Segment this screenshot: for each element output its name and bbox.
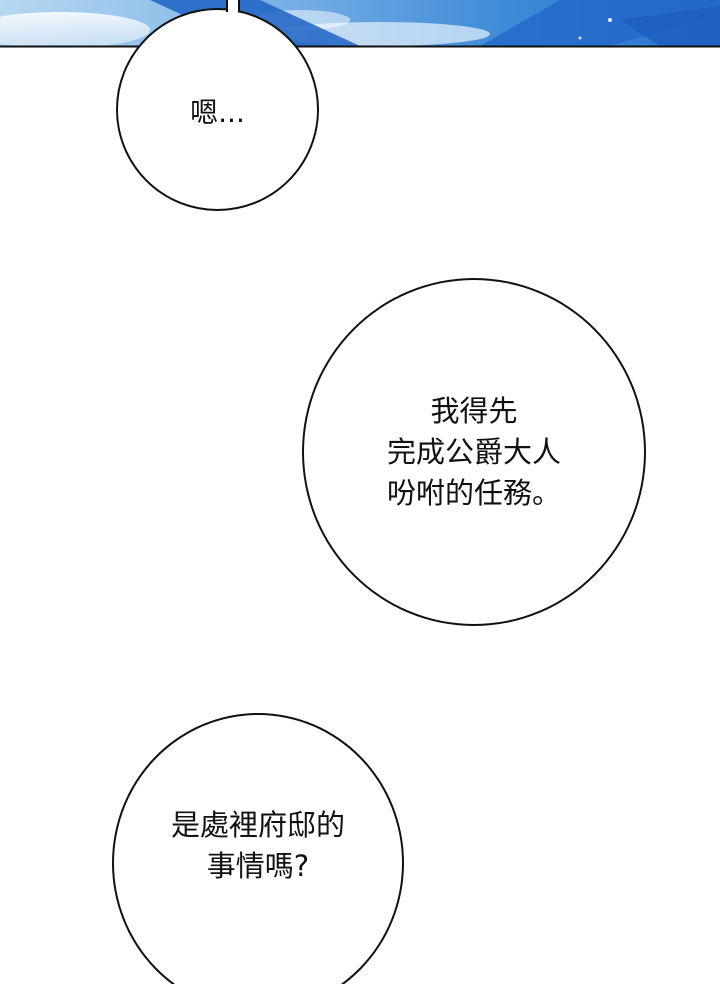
speech-line: 我得先: [430, 393, 518, 428]
sky-illustration: [0, 0, 720, 48]
speech-bubble-1-text: 嗯...: [190, 91, 245, 131]
speech-bubble-3: 是處裡府邸的 事情嗎?: [112, 713, 404, 984]
speech-line: 吩咐的任務。: [386, 475, 561, 510]
speech-bubble-3-text: 是處裡府邸的 事情嗎?: [171, 805, 345, 887]
speech-bubble-2: 我得先 完成公爵大人 吩咐的任務。: [302, 278, 646, 626]
sky-panel-image: [0, 0, 720, 48]
speech-line: 完成公爵大人: [386, 434, 561, 469]
speech-bubble-tail: [226, 0, 240, 12]
speech-bubble-1: 嗯...: [116, 8, 319, 211]
speech-line: 是處裡府邸的: [170, 808, 345, 842]
speech-line: 事情嗎?: [206, 849, 310, 883]
speech-bubble-2-text: 我得先 完成公爵大人 吩咐的任務。: [387, 391, 561, 514]
speech-line: 嗯...: [190, 95, 245, 129]
